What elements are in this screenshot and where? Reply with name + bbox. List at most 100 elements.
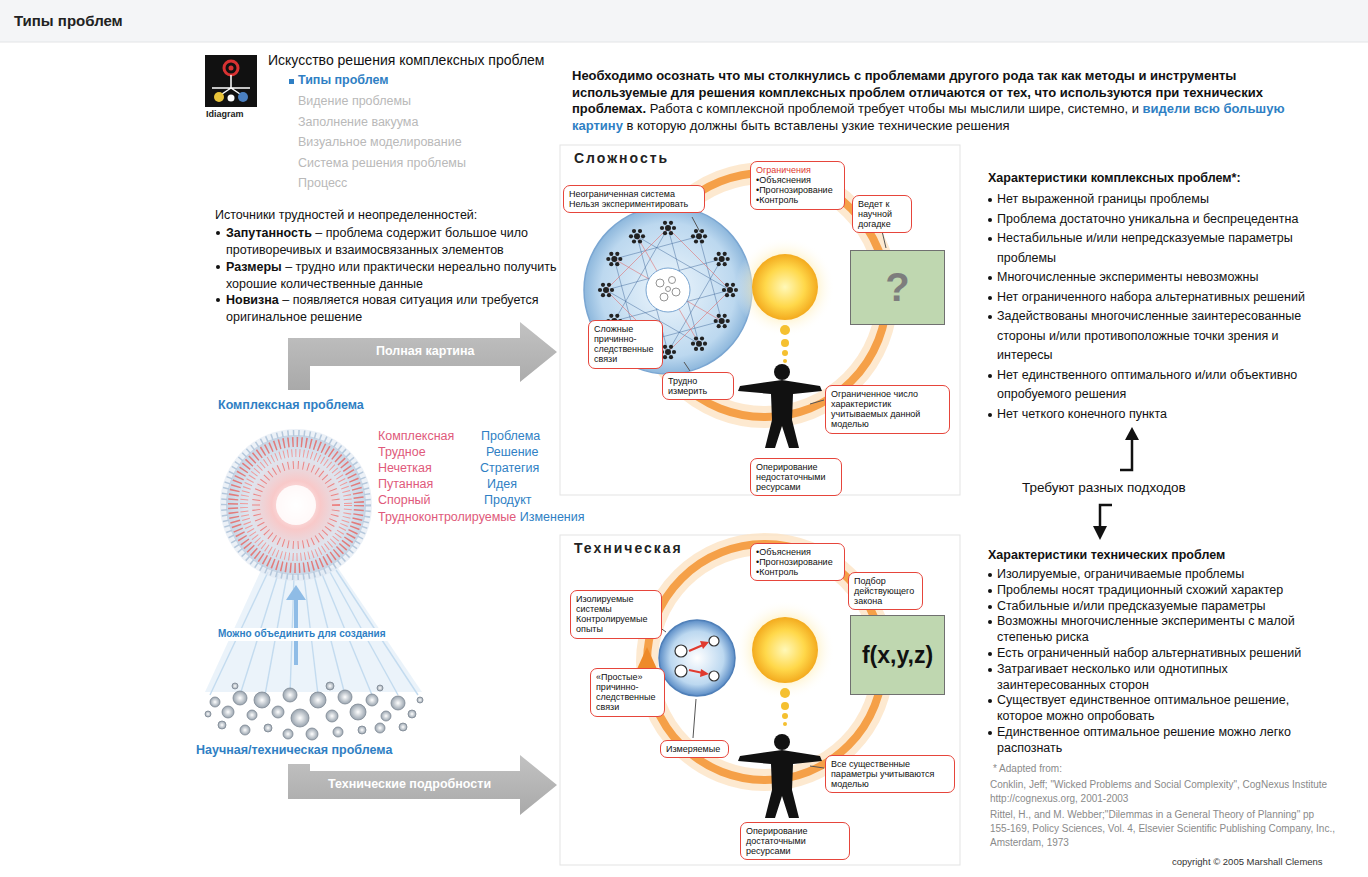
callout-text: •Контроль <box>756 567 839 577</box>
list-text: Проблема достаточно уникальна и беспреце… <box>997 212 1298 226</box>
list-text: Стабильные и/или предсказуемые параметры <box>997 599 1266 613</box>
model-formula: f(x,y,z) <box>862 642 933 669</box>
callout-box: Ограниченное число характеристик учитыва… <box>825 385 950 434</box>
callout-text: Ограничения <box>756 165 839 175</box>
callout-box: «Простые» причинно-следственные связи <box>590 668 665 717</box>
callout-box: Оперирование недостаточными ресурсами <box>750 458 842 496</box>
text-run: Трудноконтролируемые <box>378 510 516 524</box>
menu-item: Видение проблемы <box>298 94 411 110</box>
menu-item: Процесс <box>298 176 347 192</box>
reference-note: * Adapted from: <box>993 762 1062 776</box>
source-item: Запутанность – проблема содержит большое… <box>226 225 564 258</box>
bullet-dot <box>988 413 992 417</box>
bullet-dot <box>216 298 220 302</box>
word: Путанная <box>378 477 433 493</box>
bullet-dot <box>988 605 992 609</box>
list-text: Затрагивает несколько или однотипных заи… <box>997 662 1228 692</box>
list-item: Проблемы носят традиционный схожий харак… <box>988 583 1338 599</box>
bullet-dot <box>988 699 992 703</box>
group-label: Научная/техническая проблема <box>196 743 392 759</box>
note: Можно объединить для создания <box>216 628 388 641</box>
list-heading: Характеристики технических проблем <box>988 548 1225 564</box>
list-item: Затрагивает несколько или однотипных заи… <box>988 662 1338 694</box>
bullet-dot <box>988 276 992 280</box>
bullet-dot <box>216 231 220 235</box>
word: Спорный <box>378 493 431 509</box>
reference: Conklin, Jeff; "Wicked Problems and Soci… <box>990 778 1335 806</box>
model-symbol: ? <box>885 265 909 310</box>
callout-text: Измеряемые <box>666 744 723 754</box>
menu-item: Заполнение вакуума <box>298 115 418 131</box>
complexity-panel: СложностьНеограниченная система Нельзя э… <box>560 145 960 495</box>
source-item: Размеры – трудно или практически нереаль… <box>226 259 564 292</box>
list-item: Возможны многочисленные эксперименты с м… <box>988 614 1338 646</box>
text-run: Запутанность <box>226 226 312 240</box>
list-text: Единственное оптимальное решение можно л… <box>997 725 1291 755</box>
technical-panel: ТехническаяИзолируемые системы Контролир… <box>560 535 960 865</box>
text-run: Новизна <box>226 293 279 307</box>
callout-box: •Объяснения•Прогнозирование•Контроль <box>750 543 845 581</box>
bullet-dot <box>988 315 992 319</box>
menu-item: Система решения проблемы <box>298 156 466 172</box>
list-text: Существует единственное оптимальное реше… <box>997 693 1289 723</box>
callout-box: Сложные причинно-следственные связи <box>588 320 663 369</box>
bullet-dot <box>988 620 992 624</box>
word: Трудное <box>378 445 426 461</box>
technical-list: Изолируемые, ограничиваемые проблемыПроб… <box>988 567 1338 757</box>
callout-text: Оперирование недостаточными ресурсами <box>756 462 836 492</box>
callout-box: Ограничения•Объяснения•Прогнозирование•К… <box>750 161 845 210</box>
text-run: Изменения <box>520 510 585 524</box>
callout-text: Изолируемые системы Контролируемые опыты <box>576 594 656 635</box>
source-item: Новизна – появляется новая ситуация или … <box>226 292 564 325</box>
list-text: Проблемы носят традиционный схожий харак… <box>997 583 1283 597</box>
bullet-dot <box>988 374 992 378</box>
list-text: Возможны многочисленные эксперименты с м… <box>997 614 1295 644</box>
section-title: Искусство решения комплексных проблем <box>268 52 545 70</box>
bullet-dot <box>216 265 220 269</box>
list-item: Нет ограниченного набора альтернативных … <box>988 288 1336 308</box>
list-text: Многочисленные эксперименты невозможны <box>997 270 1259 284</box>
callout-box: Подбор действующего закона <box>848 572 923 610</box>
model-box: ? <box>850 250 945 325</box>
arrow-label: Полная картина <box>376 344 475 360</box>
word-row: Трудноконтролируемые Изменения <box>378 509 638 525</box>
word: Проблема <box>481 429 540 445</box>
list-text: Изолируемые, ограничиваемые проблемы <box>997 567 1244 581</box>
arrow-label: Технические подробности <box>328 777 491 793</box>
callout-box: Оперирование достаточными ресурсами <box>740 822 850 860</box>
list-item: Нестабильные и/или непредсказуемые парам… <box>988 229 1336 268</box>
word: Нечеткая <box>378 461 432 477</box>
callout-text: Сложные причинно-следственные связи <box>594 324 657 365</box>
list-item: Единственное оптимальное решение можно л… <box>988 725 1338 757</box>
word: Комплексная <box>378 429 454 445</box>
bullet-dot <box>988 652 992 656</box>
list-heading: Источники трудностей и неопределенностей… <box>215 207 477 224</box>
list-text: Нет выраженной границы проблемы <box>997 192 1209 206</box>
callout-text: Подбор действующего закона <box>854 576 917 606</box>
callout-text: Ограниченное число характеристик учитыва… <box>831 389 944 430</box>
list-heading: Характеристики комплексных проблем*: <box>988 171 1241 187</box>
copyright: copyright © 2005 Marshall Clemens <box>1172 856 1323 868</box>
list-item: Проблема достаточно уникальна и беспреце… <box>988 210 1336 230</box>
list-item: Нет четкого конечного пункта <box>988 405 1336 425</box>
callout-text: Трудно измерить <box>668 376 728 396</box>
list-text: Нет ограниченного набора альтернативных … <box>997 290 1305 304</box>
list-item: Есть ограниченный набор альтернативных р… <box>988 646 1338 662</box>
list-text: Нестабильные и/или непредсказуемые парам… <box>997 231 1293 265</box>
list-text: Задействованы многочисленные заинтересов… <box>997 309 1301 362</box>
list-item: Изолируемые, ограничиваемые проблемы <box>988 567 1338 583</box>
word: Продукт <box>484 493 532 509</box>
bullet-dot <box>988 589 992 593</box>
panel-heading: Техническая <box>574 540 683 556</box>
callout-box: Все существенные параметры учитываются м… <box>825 755 955 793</box>
bullet-dot <box>988 296 992 300</box>
list-text: Нет единственного оптимального и/или объ… <box>997 368 1297 402</box>
text-run: в которую должны быть вставлены узкие те… <box>627 118 1010 133</box>
page-title: Типы проблем <box>14 12 123 31</box>
word: Решение <box>486 445 539 461</box>
callout-text: Оперирование достаточными ресурсами <box>746 826 844 856</box>
list-item: Существует единственное оптимальное реше… <box>988 693 1338 725</box>
callout-text: •Прогнозирование <box>756 557 839 567</box>
bullet-dot <box>988 237 992 241</box>
